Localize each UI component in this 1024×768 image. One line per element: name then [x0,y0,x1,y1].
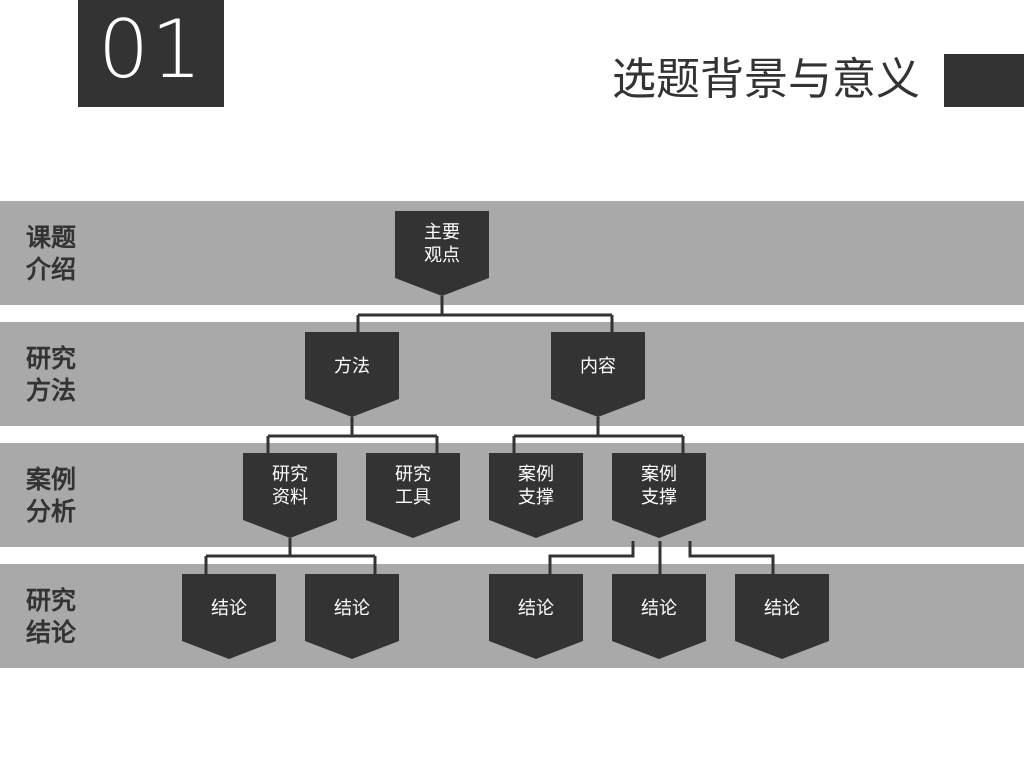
node-conclusion-5: 结论 [764,598,800,619]
node-shape-content [551,332,645,417]
title-accent-bar [944,54,1024,107]
connector-content [512,417,685,453]
node-method: 方法 [334,356,370,377]
node-research-materials: 研究资料 [272,464,308,508]
node-shape-conclusion-2 [305,574,399,659]
connector-materials [204,538,377,574]
band-research-method [0,322,1024,426]
node-main-view: 主要观点 [424,222,460,266]
node-shape-research-tools [366,453,460,538]
band-label-research-conclusion: 研究结论 [26,586,77,647]
node-conclusion-2: 结论 [334,598,370,619]
node-content: 内容 [580,356,616,377]
node-case-support-1: 案例支撑 [518,464,554,508]
node-shape-research-materials [243,453,337,538]
connector-method [266,417,439,453]
node-conclusion-1: 结论 [211,598,247,619]
node-shapes [182,211,829,659]
node-shape-conclusion-5 [735,574,829,659]
node-shape-case-support-2 [612,453,706,538]
band-label-case-analysis: 案例分析 [26,465,77,526]
band-label-research-method: 研究方法 [26,344,77,405]
node-conclusion-3: 结论 [518,598,554,619]
node-shape-conclusion-3 [489,574,583,659]
node-research-tools: 研究工具 [395,464,431,508]
node-shape-conclusion-1 [182,574,276,659]
connector-lines [204,296,775,574]
node-shape-main-view [395,211,489,296]
connector-root [356,296,614,332]
page-title: 选题背景与意义 [612,54,920,105]
node-case-support-2: 案例支撑 [641,464,677,508]
node-shape-method [305,332,399,417]
connector-case-left [548,541,635,574]
node-conclusion-4: 结论 [641,598,677,619]
band-label-topic-intro: 课题介绍 [26,223,77,284]
connector-case-right [688,541,775,574]
node-shape-conclusion-4 [612,574,706,659]
section-number: 01 [78,0,224,107]
band-topic-intro [0,201,1024,305]
node-shape-case-support-1 [489,453,583,538]
